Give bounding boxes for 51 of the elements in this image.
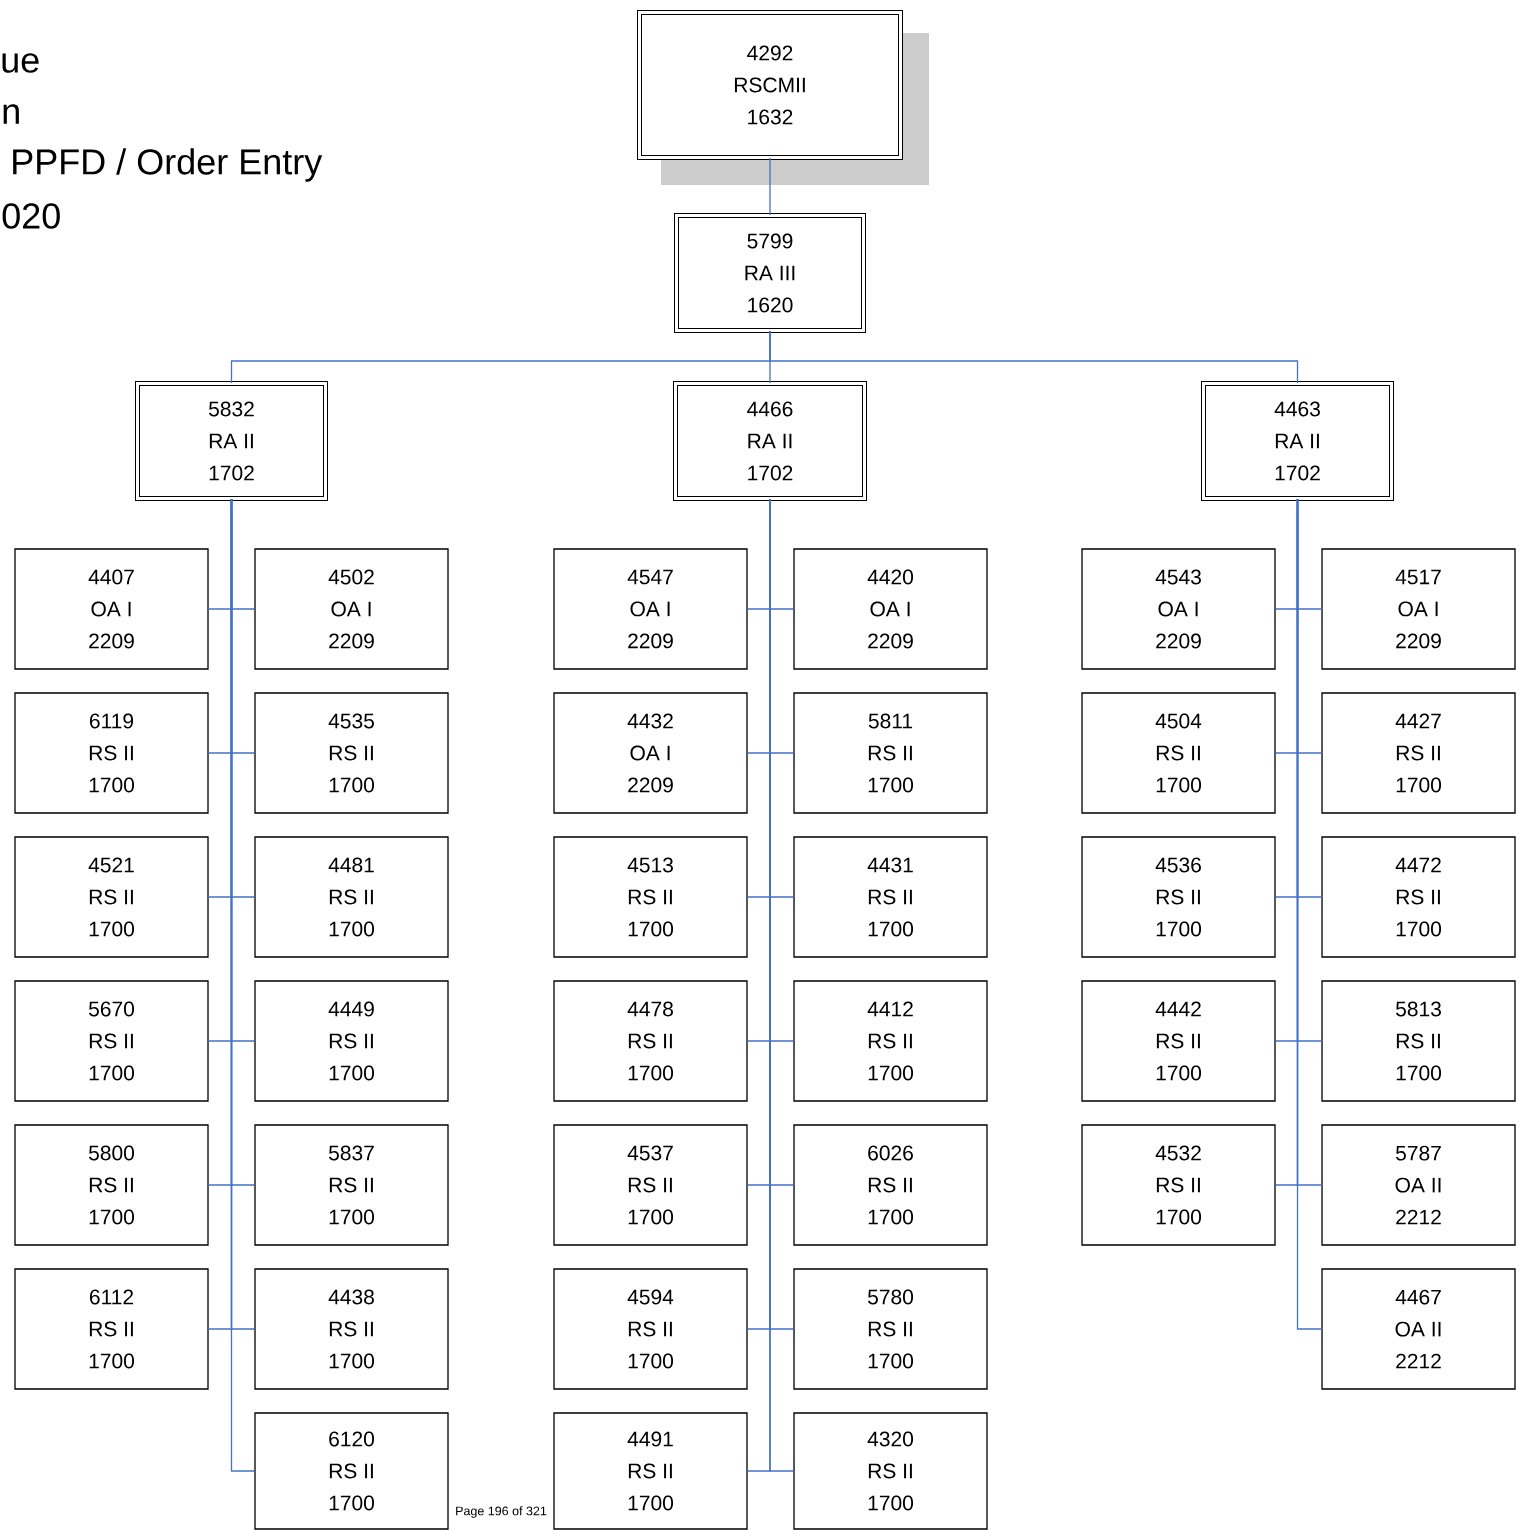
position-box: 4521 RS II 1700 <box>14 836 209 958</box>
position-box: 4320 RS II 1700 <box>793 1412 988 1530</box>
position-box: 6026 RS II 1700 <box>793 1124 988 1246</box>
position-box: 4513 RS II 1700 <box>553 836 748 958</box>
position-box: 4472 RS II 1700 <box>1321 836 1516 958</box>
position-box: 4467 OA II 2212 <box>1321 1268 1516 1390</box>
position-box: 4502 OA I 2209 <box>254 548 449 670</box>
page-footer: Page 196 of 321 <box>456 1506 547 1518</box>
connector-line <box>769 157 771 216</box>
position-box: 5787 OA II 2212 <box>1321 1124 1516 1246</box>
position-box: 4431 RS II 1700 <box>793 836 988 958</box>
position-box: 4478 RS II 1700 <box>553 980 748 1102</box>
position-box: 4438 RS II 1700 <box>254 1268 449 1390</box>
connector-line <box>1296 498 1322 1330</box>
position-box: 6112 RS II 1700 <box>14 1268 209 1390</box>
position-box: 4466 RA II 1702 <box>673 381 867 501</box>
position-box: 5800 RS II 1700 <box>14 1124 209 1246</box>
position-box: 4543 OA I 2209 <box>1081 548 1276 670</box>
position-box: 4547 OA I 2209 <box>553 548 748 670</box>
position-box: 4412 RS II 1700 <box>793 980 988 1102</box>
position-box: 4420 OA I 2209 <box>793 548 988 670</box>
position-box: 4292 RSCMII 1632 <box>637 10 903 160</box>
position-box: 4535 RS II 1700 <box>254 692 449 814</box>
position-box: 4407 OA I 2209 <box>14 548 209 670</box>
position-box: 4463 RA II 1702 <box>1201 381 1394 501</box>
heading-text: n <box>3 104 19 124</box>
position-box: 6119 RS II 1700 <box>14 692 209 814</box>
position-box: 5811 RS II 1700 <box>793 692 988 814</box>
position-box: 4427 RS II 1700 <box>1321 692 1516 814</box>
position-box: 5832 RA II 1702 <box>135 381 328 501</box>
position-box: 5670 RS II 1700 <box>14 980 209 1102</box>
position-box: 4481 RS II 1700 <box>254 836 449 958</box>
position-box: 4442 RS II 1700 <box>1081 980 1276 1102</box>
position-box: 5780 RS II 1700 <box>793 1268 988 1390</box>
position-box: 5799 RA III 1620 <box>674 213 866 333</box>
heading-text: 020 <box>2 203 60 229</box>
position-box: 5837 RS II 1700 <box>254 1124 449 1246</box>
heading-text: ue <box>2 53 39 73</box>
position-box: 4537 RS II 1700 <box>553 1124 748 1246</box>
position-box: 4594 RS II 1700 <box>553 1268 748 1390</box>
position-box: 4432 OA I 2209 <box>553 692 748 814</box>
position-box: 4504 RS II 1700 <box>1081 692 1276 814</box>
position-box: 4449 RS II 1700 <box>254 980 449 1102</box>
connector-line <box>769 330 1299 384</box>
position-box: 6120 RS II 1700 <box>254 1412 449 1530</box>
position-box: 4532 RS II 1700 <box>1081 1124 1276 1246</box>
position-box: 5813 RS II 1700 <box>1321 980 1516 1102</box>
position-box: 4536 RS II 1700 <box>1081 836 1276 958</box>
position-box: 4517 OA I 2209 <box>1321 548 1516 670</box>
position-box: 4491 RS II 1700 <box>553 1412 748 1530</box>
heading-text: PPFD / Order Entry <box>13 148 323 182</box>
